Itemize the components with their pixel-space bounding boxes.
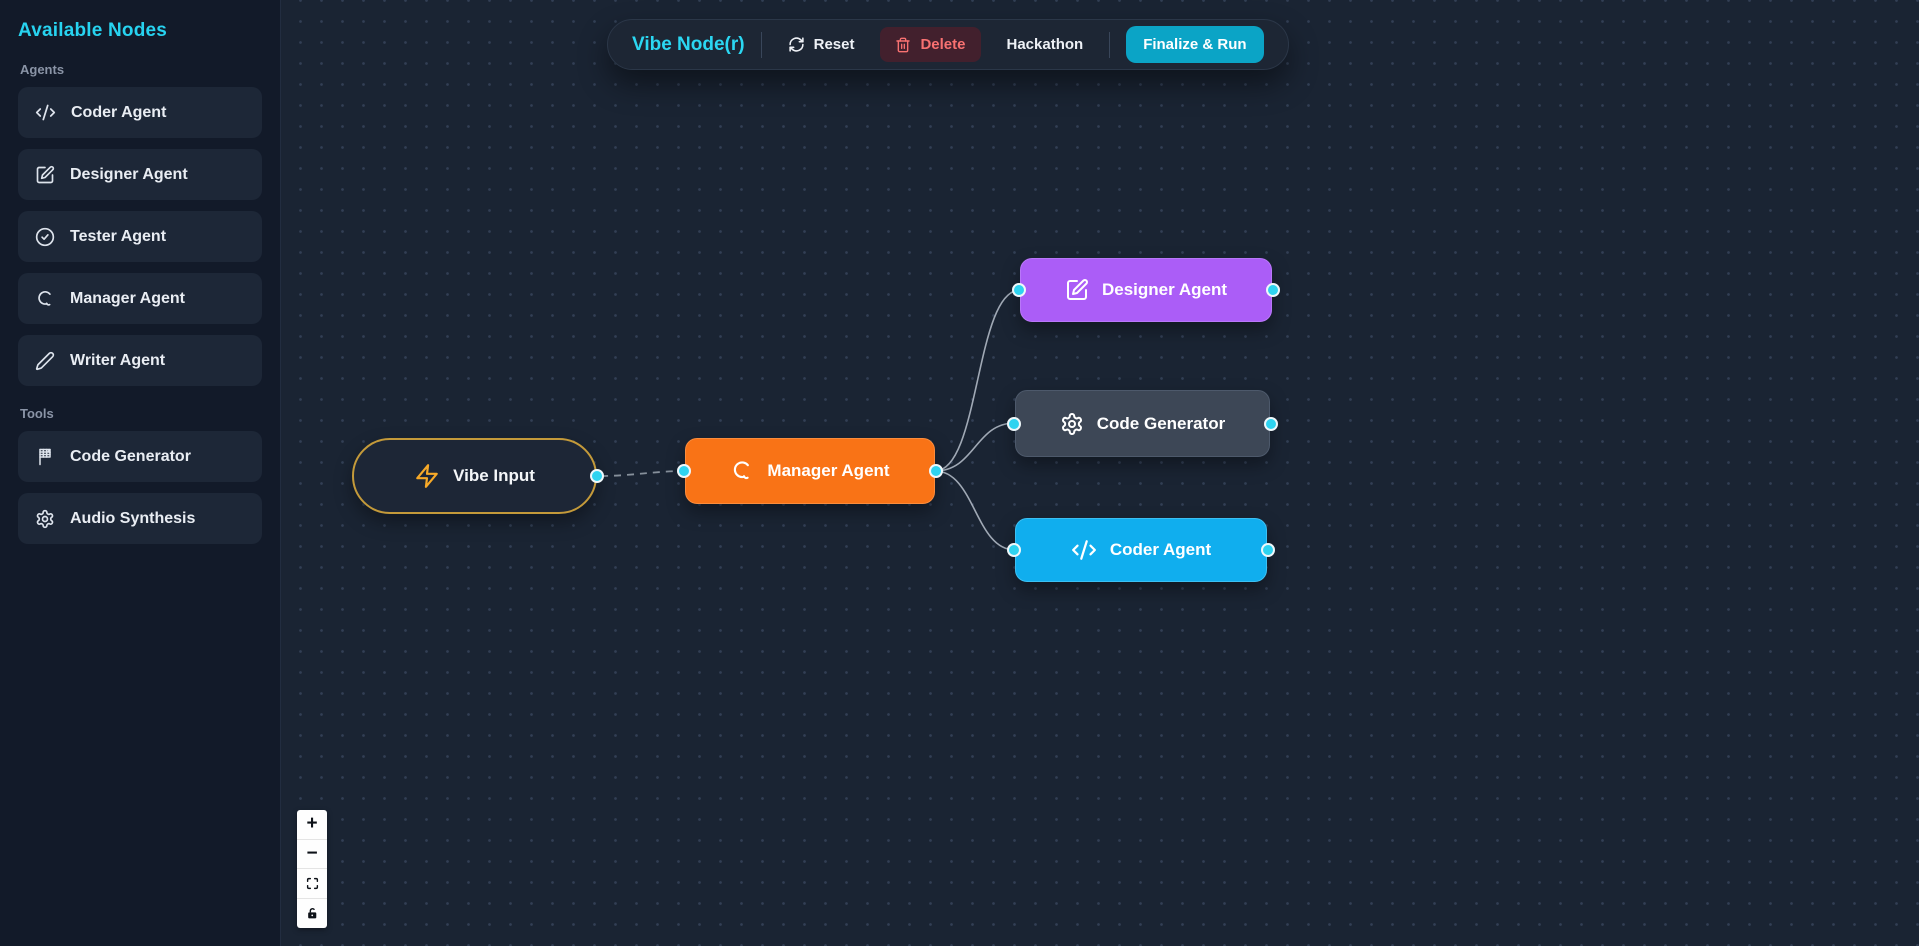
flag-grid-icon	[35, 447, 55, 467]
lock-button[interactable]	[297, 899, 327, 929]
target-handle[interactable]	[1007, 543, 1021, 557]
code-icon	[35, 102, 56, 123]
node-designer-agent[interactable]: Designer Agent	[1012, 258, 1280, 322]
finalize-run-button[interactable]: Finalize & Run	[1126, 26, 1264, 63]
gear-icon	[35, 509, 55, 529]
app-brand: Vibe Node(r)	[632, 33, 745, 55]
check-circle-icon	[35, 227, 55, 247]
loop-icon	[730, 459, 754, 483]
reset-label: Reset	[813, 36, 855, 53]
zoom-out-button[interactable]: −	[297, 840, 327, 869]
sidebar-item-coder-agent[interactable]: Coder Agent	[18, 87, 262, 138]
sidebar-item-label: Writer Agent	[70, 351, 166, 369]
node-code-generator[interactable]: Code Generator	[1007, 390, 1278, 457]
flow-controls: + −	[297, 810, 327, 928]
sidebar-item-manager-agent[interactable]: Manager Agent	[18, 273, 262, 324]
node-label: Vibe Input	[453, 466, 535, 485]
sidebar: Available Nodes Agents Coder Agent Desig…	[0, 0, 281, 946]
section-label-agents: Agents	[20, 62, 65, 77]
source-handle[interactable]	[1266, 283, 1280, 297]
zap-icon	[414, 463, 440, 489]
lock-icon	[306, 907, 319, 920]
section-label-tools: Tools	[20, 406, 54, 421]
source-handle[interactable]	[929, 464, 943, 478]
sidebar-item-label: Coder Agent	[71, 103, 167, 121]
sidebar-item-code-generator[interactable]: Code Generator	[18, 431, 262, 482]
source-handle[interactable]	[1261, 543, 1275, 557]
sidebar-item-label: Designer Agent	[70, 165, 188, 183]
zoom-in-button[interactable]: +	[297, 810, 327, 840]
node-coder-agent[interactable]: Coder Agent	[1007, 518, 1275, 582]
target-handle[interactable]	[1012, 283, 1026, 297]
sidebar-item-label: Code Generator	[70, 447, 191, 465]
edge-manager-to-designer[interactable]	[934, 289, 1021, 472]
sidebar-item-designer-agent[interactable]: Designer Agent	[18, 149, 262, 200]
node-label: Designer Agent	[1101, 280, 1227, 299]
pen-icon	[35, 351, 55, 371]
fit-view-button[interactable]	[297, 869, 327, 899]
hackathon-label: Hackathon	[1006, 36, 1084, 53]
hackathon-button[interactable]: Hackathon	[997, 27, 1094, 62]
top-toolbar: Vibe Node(r) Reset Delete Hackathon Fina…	[607, 19, 1289, 70]
flow-canvas[interactable]: Vibe Input Manager Agent Designer Agent …	[281, 0, 1919, 946]
gear-icon	[1060, 412, 1084, 436]
sidebar-item-tester-agent[interactable]: Tester Agent	[18, 211, 262, 262]
sidebar-title: Available Nodes	[18, 20, 168, 41]
delete-label: Delete	[920, 36, 966, 53]
sidebar-item-label: Audio Synthesis	[70, 509, 196, 527]
code-icon	[1071, 537, 1097, 563]
node-label: Manager Agent	[767, 461, 890, 480]
fit-view-icon	[306, 877, 319, 890]
source-handle[interactable]	[1264, 416, 1278, 431]
node-manager-agent[interactable]: Manager Agent	[677, 438, 943, 504]
edge-vibe-to-manager[interactable]	[600, 470, 686, 477]
trash-icon	[895, 37, 911, 53]
node-vibe-input[interactable]: Vibe Input	[352, 438, 604, 514]
sidebar-item-writer-agent[interactable]: Writer Agent	[18, 335, 262, 386]
toolbar-divider	[760, 31, 762, 58]
loop-icon	[35, 289, 55, 309]
node-label: Code Generator	[1096, 413, 1226, 433]
edge-manager-to-coder[interactable]	[934, 470, 1016, 551]
delete-button[interactable]: Delete	[880, 27, 981, 62]
node-label: Coder Agent	[1109, 540, 1212, 559]
source-handle[interactable]	[590, 469, 604, 483]
finalize-label: Finalize & Run	[1143, 36, 1247, 53]
edit-square-icon	[35, 165, 55, 185]
target-handle[interactable]	[677, 464, 691, 478]
sidebar-item-audio-synthesis[interactable]: Audio Synthesis	[18, 493, 262, 544]
target-handle[interactable]	[1007, 416, 1021, 431]
reset-button[interactable]: Reset	[778, 27, 865, 62]
edge-manager-to-codegen[interactable]	[934, 422, 1016, 472]
edit-square-icon	[1065, 278, 1089, 302]
refresh-icon	[788, 36, 805, 53]
sidebar-item-label: Tester Agent	[70, 227, 167, 245]
toolbar-divider	[1109, 31, 1111, 58]
sidebar-item-label: Manager Agent	[70, 289, 185, 307]
